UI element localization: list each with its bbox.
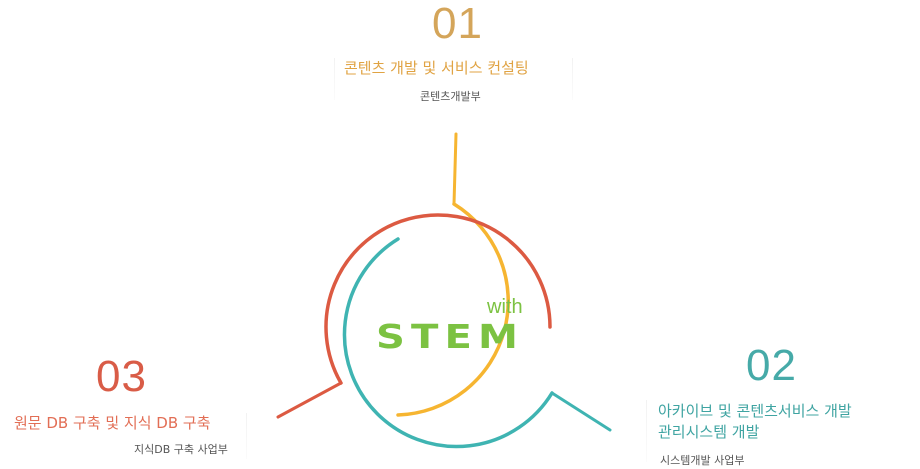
divider	[334, 58, 335, 100]
stem-logo: STEM	[376, 317, 524, 356]
item-number-02: 02	[746, 341, 797, 390]
divider	[572, 58, 573, 100]
item-number-03: 03	[96, 352, 147, 401]
item-number-01: 01	[432, 0, 483, 48]
item-title-01: 콘텐츠 개발 및 서비스 컨설팅	[344, 59, 529, 77]
item-subtitle-02: 시스템개발 사업부	[660, 454, 745, 467]
item-title-02-line1: 아카이브 및 콘텐츠서비스 개발	[658, 402, 852, 420]
red-connector-line	[276, 381, 343, 419]
item-subtitle-01: 콘텐츠개발부	[420, 90, 481, 103]
divider	[246, 413, 247, 459]
item-title-02: 아카이브 및 콘텐츠서비스 개발 관리시스템 개발	[658, 401, 852, 443]
item-subtitle-03: 지식DB 구축 사업부	[134, 443, 228, 456]
divider	[646, 400, 647, 462]
teal-ring-arc	[342, 237, 554, 449]
red-ring-arc	[324, 213, 552, 385]
yellow-ring-arc	[396, 202, 510, 417]
item-title-03: 원문 DB 구축 및 지식 DB 구축	[14, 414, 211, 432]
teal-connector-line	[550, 391, 612, 432]
with-label: with	[486, 296, 523, 318]
item-title-02-line2: 관리시스템 개발	[658, 423, 760, 441]
yellow-connector-line	[452, 132, 458, 206]
